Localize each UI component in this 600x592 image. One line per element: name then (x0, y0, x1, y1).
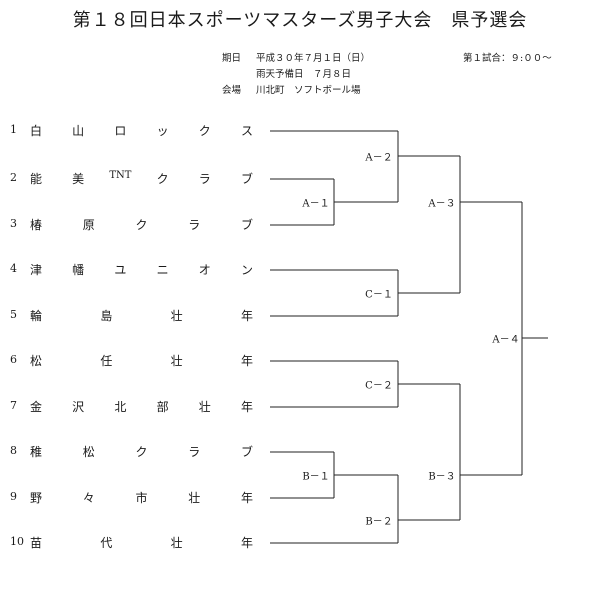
team-number: 5 (10, 308, 17, 321)
team-name-char: 松 (82, 445, 95, 459)
team-name-char: 島 (100, 309, 113, 323)
date-label: 期日 (222, 53, 242, 64)
team-name-char: ク (135, 445, 148, 459)
team-name-char: 年 (240, 309, 254, 323)
team-name-char: 々 (82, 491, 95, 505)
team-name-char: 松 (29, 354, 43, 368)
team-number: 10 (10, 535, 24, 548)
team-name-char: ク (135, 218, 148, 232)
team-name-char: ブ (240, 445, 254, 459)
team-number: 7 (10, 399, 17, 412)
team-name-char: 椿 (29, 218, 43, 232)
team-name-char: ブ (240, 218, 254, 232)
team-name-char: 年 (240, 536, 254, 550)
team-number: 6 (10, 353, 17, 366)
match-label-a4: A－４ (490, 330, 522, 346)
team-number: 2 (10, 171, 17, 184)
team-name-char: 沢 (72, 400, 85, 414)
team-name-char: 年 (240, 491, 254, 505)
match-label-b2: B－２ (363, 512, 395, 528)
team-name-char: ラ (198, 172, 211, 186)
team-name-char: 金 (29, 400, 43, 414)
team-name-char: 幡 (72, 263, 85, 277)
match-label-c2: C－２ (363, 376, 395, 392)
match-label-b1: B－１ (300, 467, 332, 483)
venue-value: 川北町 ソフトボール場 (256, 85, 361, 96)
team-name-char: ラ (188, 218, 201, 232)
team-name-char: 山 (72, 124, 85, 138)
venue-label: 会場 (222, 85, 242, 96)
team-name-char: 年 (240, 400, 254, 414)
team-name-char: 北 (114, 400, 127, 414)
team-name-char: 津 (29, 263, 43, 277)
team-name-char: ク (198, 124, 211, 138)
team-name-char: 原 (82, 218, 95, 232)
match-label-a2: A－２ (363, 148, 395, 164)
team-name-char: 稚 (29, 445, 43, 459)
team-name-char: 代 (100, 536, 113, 550)
team-name-char: 壮 (198, 400, 211, 414)
team-name-char: 苗 (29, 536, 43, 550)
team-name-char: ブ (240, 172, 254, 186)
team-name-char: 美 (72, 172, 85, 186)
team-name-char: オ (198, 263, 211, 277)
team-name-char: ニ (156, 263, 169, 277)
first-match-time: 第１試合：９:００～ (463, 53, 552, 64)
team-name-char: 白 (29, 124, 43, 138)
team-name-char: 壮 (170, 354, 183, 368)
team-name-char: 壮 (170, 309, 183, 323)
rain-date: 雨天予備日 ７月８日 (256, 69, 352, 80)
team-name-char: 市 (135, 491, 148, 505)
team-name-char: 年 (240, 354, 254, 368)
team-name-char: ス (240, 124, 254, 138)
date-value: 平成３０年７月１日（日） (256, 53, 371, 64)
match-label-a3: A－３ (426, 194, 458, 210)
match-label-a1: A－１ (300, 194, 332, 210)
team-name-char: 能 (29, 172, 43, 186)
team-name-char: 輪 (29, 309, 43, 323)
team-name-char: ン (240, 263, 254, 277)
team-name-char: 壮 (188, 491, 201, 505)
team-number: 9 (10, 490, 17, 503)
match-label-b3: B－３ (426, 467, 458, 483)
page-title: 第１８回日本スポーツマスターズ男子大会 県予選会 (72, 10, 528, 31)
team-number: 4 (10, 262, 17, 275)
team-name-char: ラ (188, 445, 201, 459)
team-name-char: ッ (156, 124, 169, 138)
team-name-char: 任 (100, 354, 113, 368)
team-name-char: ク (156, 172, 169, 186)
team-name-char: ロ (114, 124, 127, 138)
team-number: 1 (10, 123, 17, 136)
match-label-c1: C－１ (363, 285, 395, 301)
team-name-char: 壮 (170, 536, 183, 550)
team-name-char: 部 (156, 400, 169, 414)
team-name-char: ユ (114, 263, 127, 277)
team-number: 8 (10, 444, 17, 457)
team-name-char: 野 (29, 491, 43, 505)
team-name-char: TNT (109, 170, 132, 181)
team-number: 3 (10, 217, 17, 230)
